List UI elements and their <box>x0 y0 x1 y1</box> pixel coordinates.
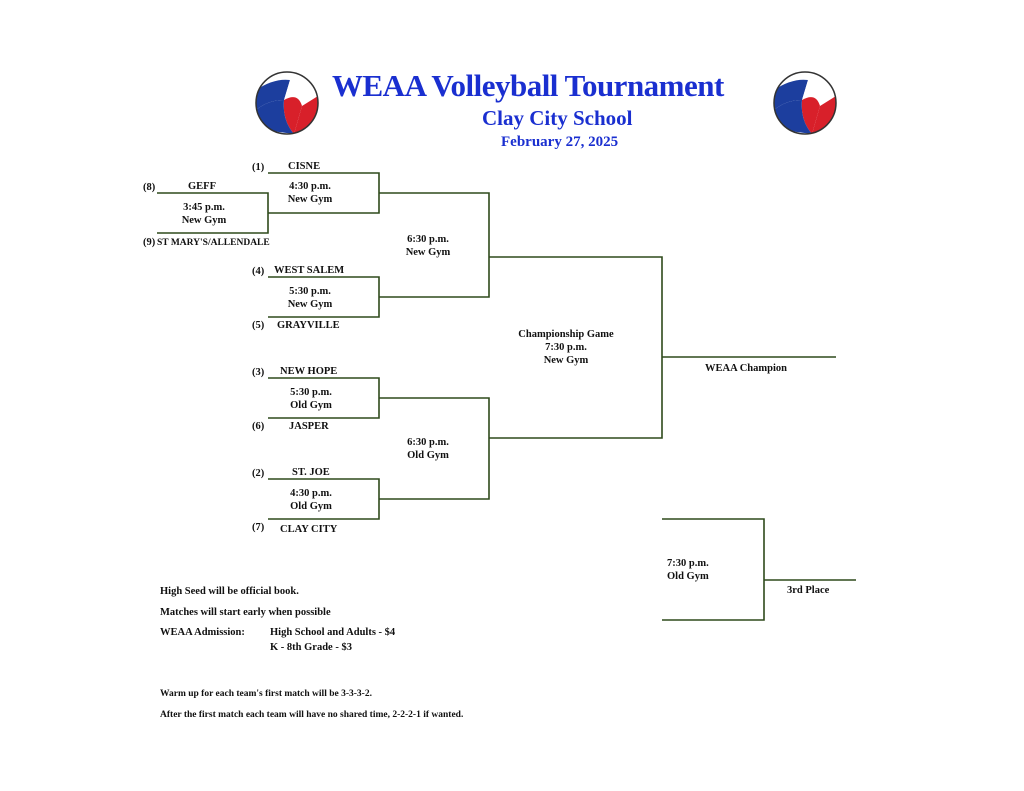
team-grayville: GRAYVILLE <box>277 320 340 331</box>
seed-stjoe: (2) <box>252 468 265 479</box>
game-label: Championship Game <box>518 329 614 340</box>
team-stjoe: ST. JOE <box>292 467 330 478</box>
game-time: 3:45 p.m. <box>183 202 225 213</box>
team-newhope: NEW HOPE <box>280 366 338 377</box>
note-warmup: Warm up for each team's first match will… <box>160 689 372 699</box>
game-venue: New Gym <box>287 194 333 205</box>
admission-adult: High School and Adults - $4 <box>270 627 396 638</box>
team-claycity: CLAY CITY <box>280 524 338 535</box>
game-newhope-jasper: 5:30 p.m. Old Gym <box>275 386 347 412</box>
seed-newhope: (3) <box>252 367 265 378</box>
team-westsalem: WEST SALEM <box>274 265 345 276</box>
game-stjoe-claycity: 4:30 p.m. Old Gym <box>275 487 347 513</box>
seed-cisne: (1) <box>252 162 265 173</box>
game-venue: New Gym <box>181 215 227 226</box>
game-venue: New Gym <box>405 247 451 258</box>
page-title: WEAA Volleyball Tournament <box>332 68 724 103</box>
event-date: February 27, 2025 <box>501 134 619 150</box>
game-cisne: 4:30 p.m. New Gym <box>274 180 346 206</box>
bracket-line <box>379 192 490 298</box>
note-after-first: After the first match each team will hav… <box>160 710 464 720</box>
volleyball-icon <box>773 71 837 135</box>
seed-claycity: (7) <box>252 522 265 533</box>
seed-geff: (8) <box>143 182 156 193</box>
seed-stmarys: (9) <box>143 237 156 248</box>
champion-label: WEAA Champion <box>705 363 787 374</box>
team-jasper: JASPER <box>289 421 329 432</box>
game-venue: Old Gym <box>667 571 709 582</box>
school-name: Clay City School <box>482 106 633 130</box>
game-time: 4:30 p.m. <box>290 488 332 499</box>
game-time: 7:30 p.m. <box>667 558 709 569</box>
game-westsalem-grayville: 5:30 p.m. New Gym <box>274 285 346 311</box>
volleyball-icon <box>255 71 319 135</box>
game-time: 7:30 p.m. <box>545 342 587 353</box>
bracket-line <box>662 518 765 621</box>
seed-grayville: (5) <box>252 320 265 331</box>
admission-child: K - 8th Grade - $3 <box>270 642 352 653</box>
admission-label: WEAA Admission: <box>160 627 245 638</box>
game-time: 6:30 p.m. <box>407 437 449 448</box>
game-venue: Old Gym <box>290 400 332 411</box>
bracket-line <box>379 397 490 500</box>
game-venue: Old Gym <box>407 450 449 461</box>
game-time: 5:30 p.m. <box>289 286 331 297</box>
third-place-game: 7:30 p.m. Old Gym <box>667 557 709 583</box>
note-early-start: Matches will start early when possible <box>160 607 331 618</box>
game-semifinal-1: 6:30 p.m. New Gym <box>390 233 466 259</box>
bracket-line <box>489 256 663 439</box>
game-venue: Old Gym <box>290 501 332 512</box>
third-place-label: 3rd Place <box>787 585 830 596</box>
game-venue: New Gym <box>287 299 333 310</box>
note-official-book: High Seed will be official book. <box>160 586 299 597</box>
game-time: 6:30 p.m. <box>407 234 449 245</box>
game-time: 5:30 p.m. <box>290 387 332 398</box>
game-geff-stmarys: 3:45 p.m. New Gym <box>168 201 240 227</box>
seed-westsalem: (4) <box>252 266 265 277</box>
team-stmarys: ST MARY'S/ALLENDALE <box>157 238 270 248</box>
game-venue: New Gym <box>543 355 589 366</box>
team-cisne: CISNE <box>288 161 321 172</box>
game-semifinal-2: 6:30 p.m. Old Gym <box>390 436 466 462</box>
game-time: 4:30 p.m. <box>289 181 331 192</box>
championship-game: Championship Game 7:30 p.m. New Gym <box>506 328 626 367</box>
seed-jasper: (6) <box>252 421 265 432</box>
team-geff: GEFF <box>188 181 216 192</box>
